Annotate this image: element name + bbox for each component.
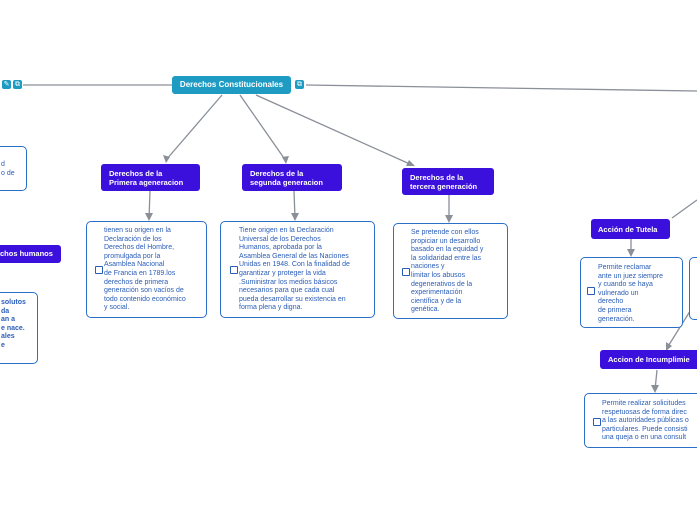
- arrow-head-tutela-note: [627, 249, 635, 257]
- topic-derechos-humanos[interactable]: chos humanos: [0, 245, 61, 263]
- topic-segunda-generacion[interactable]: Derechos de la segunda generacion: [242, 164, 342, 191]
- arrow-head-segunda-note: [291, 213, 299, 221]
- expand-icon[interactable]: ⧉: [295, 80, 304, 89]
- topic-tercera-label: Derechos de la tercera generación: [410, 173, 478, 191]
- note-segunda-text: Tiene origen en la Declaración Universal…: [239, 227, 350, 312]
- link-icon[interactable]: ⧉: [13, 80, 22, 89]
- topic-accion-incumplimiento[interactable]: Accion de Incumplimie: [600, 350, 697, 369]
- arrow-head-primera-note: [145, 213, 153, 221]
- topic-derechos-humanos-label: chos humanos: [0, 249, 53, 258]
- note-left-bottom-text: solutos da an a e nace. ales e: [1, 299, 26, 349]
- checkbox-icon[interactable]: [593, 418, 601, 426]
- topic-incumplimiento-label: Accion de Incumplimie: [608, 355, 690, 364]
- note-primera: tienen su origen en la Declaración de lo…: [86, 221, 207, 318]
- note-icon[interactable]: ✎: [2, 80, 11, 89]
- note-tercera: Se pretende con ellos propiciar un desar…: [393, 223, 508, 319]
- link-main-tercera: [255, 94, 413, 166]
- arrow-head-incumplimiento: [666, 342, 672, 351]
- note-right-partial: [689, 257, 697, 320]
- topic-primera-label: Derechos de la Primera ageneracion: [109, 169, 184, 187]
- link-main-segunda: [239, 94, 287, 162]
- link-right-tutela: [671, 199, 697, 219]
- checkbox-icon[interactable]: [95, 266, 103, 274]
- note-incumplimiento-text: Permite realizar solicitudes respetuosas…: [602, 400, 689, 442]
- checkbox-icon[interactable]: [587, 287, 595, 295]
- arrow-head-incumplimiento-note: [651, 385, 659, 393]
- note-left-top: d o de: [0, 146, 27, 191]
- note-left-top-text: d o de: [1, 161, 15, 177]
- note-segunda: Tiene origen en la Declaración Universal…: [220, 221, 375, 318]
- note-tercera-text: Se pretende con ellos propiciar un desar…: [411, 229, 484, 314]
- checkbox-icon[interactable]: [402, 268, 410, 276]
- arrow-head-tercera: [406, 160, 415, 166]
- topic-accion-tutela[interactable]: Acción de Tutela: [591, 219, 670, 239]
- link-main-primera: [165, 94, 223, 161]
- topic-segunda-label: Derechos de la segunda generacion: [250, 169, 323, 187]
- main-node[interactable]: Derechos Constitucionales: [172, 76, 291, 94]
- note-primera-text: tienen su origen en la Declaración de lo…: [104, 227, 186, 312]
- topic-primera-generacion[interactable]: Derechos de la Primera ageneracion: [101, 164, 200, 191]
- arrow-head-tercera-note: [445, 215, 453, 223]
- note-left-bottom: solutos da an a e nace. ales e: [0, 292, 38, 364]
- arrow-head-segunda: [282, 156, 289, 164]
- checkbox-icon[interactable]: [230, 266, 238, 274]
- topic-tutela-label: Acción de Tutela: [598, 225, 658, 234]
- arrow-head-primera: [163, 155, 170, 163]
- note-tutela-text: Permite reclamar ante un juez siempre y …: [598, 264, 663, 323]
- main-node-label: Derechos Constitucionales: [179, 80, 284, 89]
- topic-tercera-generacion[interactable]: Derechos de la tercera generación: [402, 168, 494, 195]
- note-incumplimiento: Permite realizar solicitudes respetuosas…: [584, 393, 697, 448]
- note-tutela: Permite reclamar ante un juez siempre y …: [580, 257, 683, 328]
- link-main-right: [305, 84, 697, 92]
